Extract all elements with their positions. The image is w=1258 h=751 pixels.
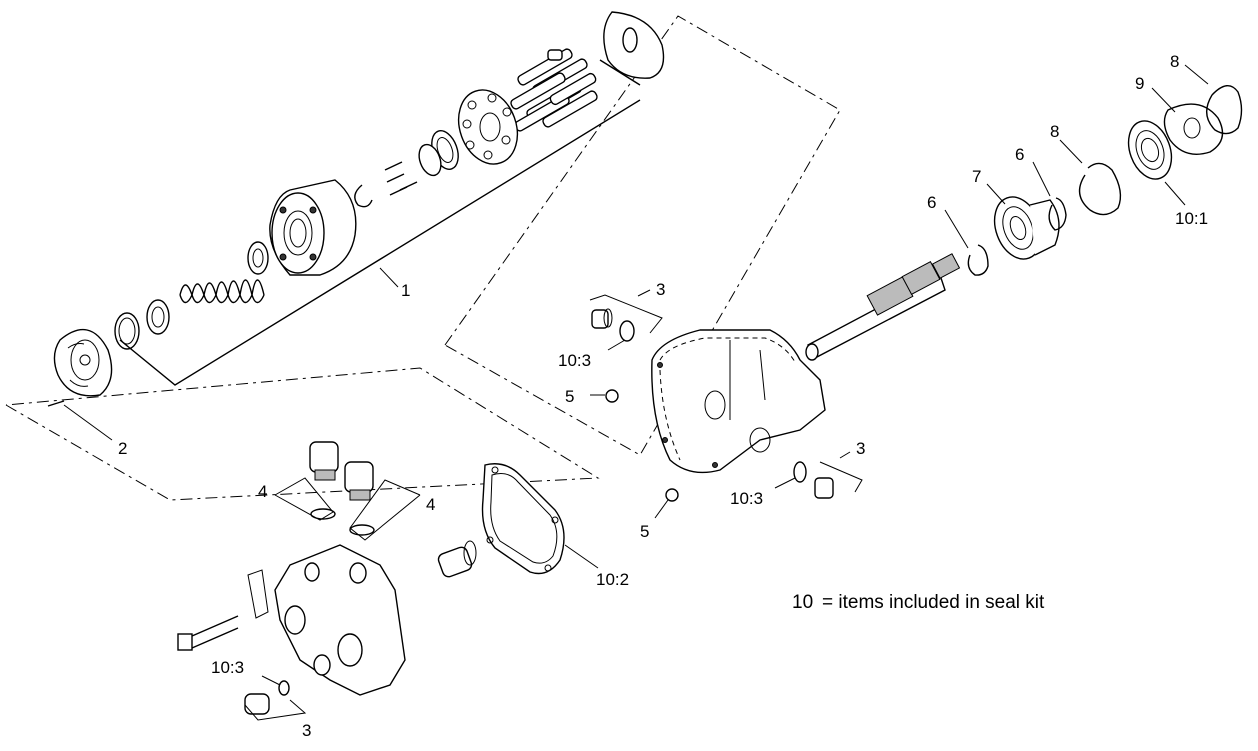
- callout-3-top: 3: [656, 280, 665, 299]
- callout-10-2: 10:2: [596, 570, 629, 589]
- assembly-outlines: [5, 15, 841, 501]
- rotating-group: [47, 11, 665, 407]
- callout-7: 7: [972, 167, 981, 186]
- callout-6-left: 6: [927, 193, 936, 212]
- callout-8-mid: 8: [1050, 122, 1059, 141]
- callout-9: 9: [1135, 74, 1144, 93]
- callout-3-right: 3: [856, 439, 865, 458]
- callout-3-bottom: 3: [302, 721, 311, 740]
- bearing-stack: [967, 85, 1243, 276]
- callout-8-right: 8: [1170, 52, 1179, 71]
- end-cover: [177, 441, 477, 715]
- callout-4-right: 4: [426, 495, 435, 514]
- leader-lines: [63, 64, 1209, 721]
- legend-number: 10: [792, 592, 813, 613]
- callout-10-1: 10:1: [1175, 209, 1208, 228]
- valve-plate: [53, 328, 113, 397]
- callout-10-3-right: 10:3: [730, 489, 763, 508]
- callout-10-3-top: 10:3: [558, 351, 591, 370]
- callout-5-bottom: 5: [640, 522, 649, 541]
- callout-6-right: 6: [1015, 145, 1024, 164]
- legend-text: = items included in seal kit: [822, 592, 1045, 613]
- small-parts-center: [591, 308, 834, 502]
- callout-10-3-bottom: 10:3: [211, 658, 244, 677]
- gasket: [481, 463, 565, 575]
- callout-2: 2: [118, 439, 127, 458]
- piston-set: [510, 48, 598, 132]
- callout-4-left: 4: [258, 482, 267, 501]
- cylinder-barrel: [269, 179, 357, 276]
- motor-housing: [651, 329, 826, 474]
- callout-5-top: 5: [565, 387, 574, 406]
- spring: [179, 279, 265, 304]
- drive-shaft: [805, 253, 961, 361]
- seal-kit-legend: 10 = items included in seal kit: [792, 592, 1045, 613]
- callout-1: 1: [401, 281, 410, 300]
- callout-labels: 1 2 3 3 3 4 4 5 5 6 6 7 8 8 9 10:1 10:2 …: [118, 52, 1208, 740]
